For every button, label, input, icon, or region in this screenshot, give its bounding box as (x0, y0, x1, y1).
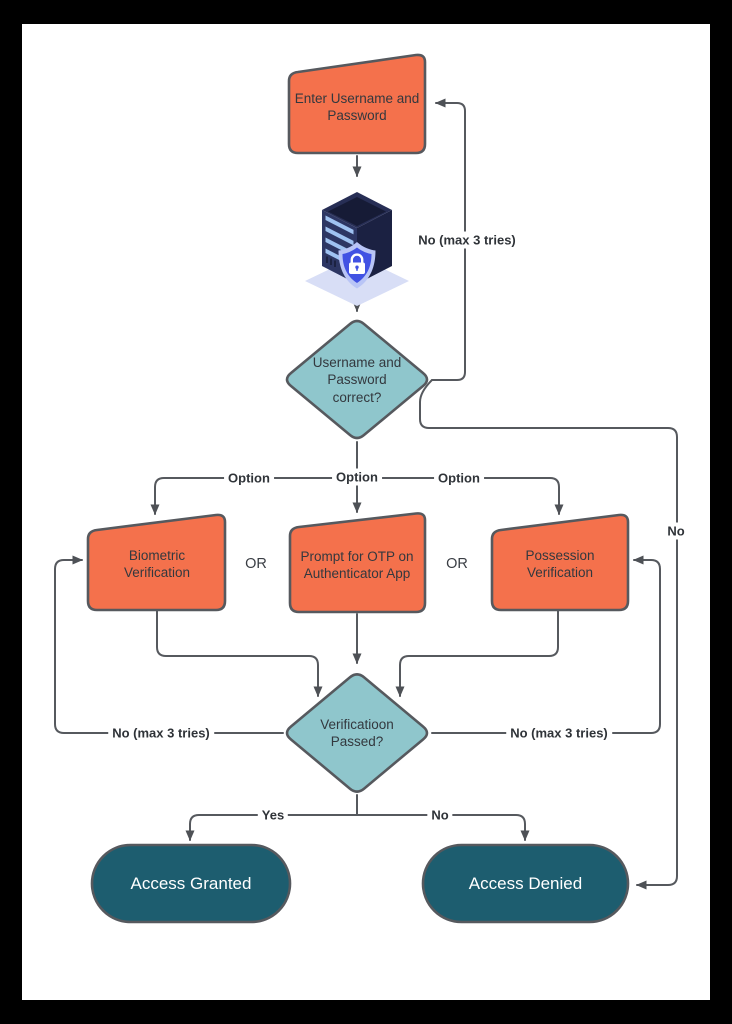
biometric-label: Biometric Verification (123, 547, 191, 580)
node-shapes (86, 53, 630, 924)
access-denied-label: Access Denied (468, 873, 583, 893)
verification-check-decision (285, 673, 429, 793)
possession-label: Possession Verification (525, 547, 595, 580)
or-right-label: OR (442, 555, 472, 573)
edge-no-outer-to-denied (419, 379, 678, 890)
enter-credentials-node (287, 53, 427, 155)
option-mid-label: Option (332, 468, 382, 486)
edge-possession-to-check2 (395, 609, 559, 697)
retry-biometric-label: No (max 3 tries) (108, 724, 214, 742)
otp-label: Prompt for OTP on Authenticator App (300, 548, 414, 581)
edge-retry-biometric-loop (54, 555, 284, 734)
edge-no-to-denied (356, 814, 530, 841)
enter-credentials-label: Enter Username and Password (294, 90, 420, 123)
biometric-node (86, 513, 227, 612)
otp-node (288, 512, 427, 614)
edge-yes-to-granted (185, 814, 358, 841)
access-granted-terminal (90, 843, 292, 924)
option-right-label: Option (434, 469, 484, 487)
access-denied-terminal (421, 843, 630, 924)
or-left-label: OR (241, 555, 271, 573)
yes-label: Yes (257, 806, 289, 824)
edge-biometric-to-check2 (156, 609, 323, 697)
document-page (22, 24, 710, 1000)
edge-retry-possession-loop (431, 555, 661, 734)
possession-node (490, 513, 630, 612)
access-granted-label: Access Granted (130, 873, 252, 893)
retry-possession-label: No (max 3 tries) (506, 724, 612, 742)
password-check-decision (285, 319, 429, 440)
option-left-label: Option (224, 469, 274, 487)
edge-option-left (150, 477, 358, 515)
retry-login-label: No (max 3 tries) (414, 231, 520, 249)
server-lock-icon (305, 192, 409, 306)
password-check-label: Username and Password correct? (312, 355, 402, 405)
edge-option-right (356, 477, 564, 515)
no-outer-label: No (663, 522, 689, 540)
no-bottom-label: No (427, 806, 453, 824)
verification-check-label: Verificatioon Passed? (320, 716, 394, 749)
